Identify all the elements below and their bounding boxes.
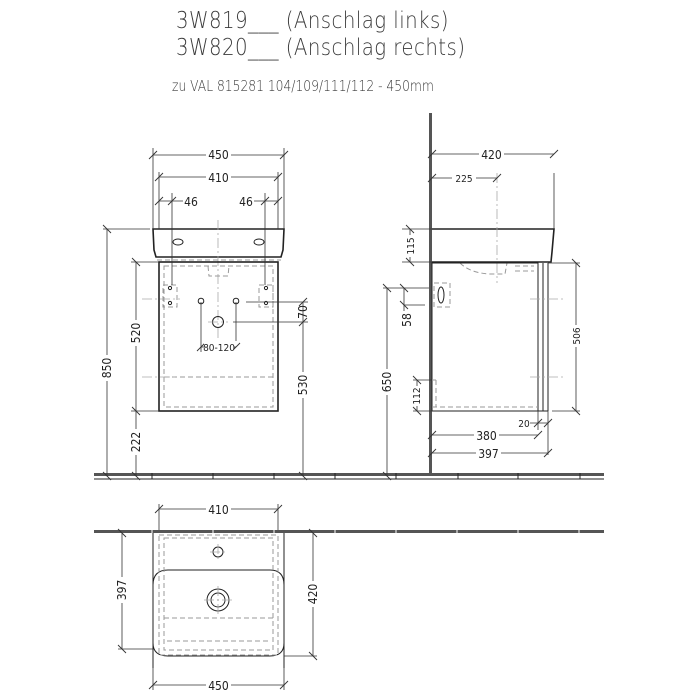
- top-dim-420: 420: [284, 528, 320, 661]
- basin-front: [152, 220, 285, 345]
- side-dim-506: 506: [570, 258, 583, 416]
- dim-bottom-112: 112: [412, 387, 423, 404]
- side-view: 420 225 115 650: [380, 113, 604, 481]
- side-dim-58: 58: [397, 283, 425, 329]
- dim-pipe-spacing: 80-120: [203, 343, 235, 354]
- side-dim-397: 397: [427, 446, 553, 461]
- side-dim-115: 115: [402, 224, 432, 267]
- dim-offset-left-46: 46: [184, 195, 198, 209]
- front-dim-450: 450: [148, 148, 289, 229]
- dim-cabinet-top-650: 650: [380, 372, 394, 393]
- top-dim-410: 410: [154, 502, 283, 530]
- dim-front-506: 506: [572, 327, 583, 344]
- dim-drain-height-530: 530: [296, 375, 310, 396]
- dim-cabinet-depth-380: 380: [476, 429, 497, 443]
- dim-cabinet-520: 520: [129, 323, 143, 344]
- dim-drain-offset-70: 70: [296, 305, 310, 319]
- front-dim-80-120: 80-120: [196, 341, 241, 354]
- dim-top-width-410: 410: [208, 503, 229, 517]
- top-dim-397: 397: [115, 528, 153, 654]
- floor-line-side: [404, 473, 604, 480]
- dim-height-850: 850: [100, 358, 114, 379]
- title-compatibility: zu VAL 815281 104/109/111/112 - 450mm: [172, 77, 434, 95]
- dim-door-20: 20: [518, 419, 530, 430]
- title-block: 3W819___ (Anschlag links) 3W820___ (Ansc…: [0, 0, 700, 100]
- side-dim-650: 650: [380, 283, 429, 481]
- dim-offset-right-46: 46: [239, 195, 253, 209]
- wall-line-top: [94, 530, 604, 533]
- dim-width-450: 450: [208, 148, 229, 162]
- dim-top-depth-420: 420: [306, 584, 320, 605]
- front-dim-46: 46 46: [154, 193, 283, 285]
- dim-floor-222: 222: [129, 432, 143, 453]
- front-dim-850: 850: [100, 224, 150, 481]
- cabinet-front: [142, 261, 279, 412]
- basin-top: [152, 533, 285, 668]
- title-model-left: 3W819___ (Anschlag links): [176, 8, 449, 34]
- basin-side: [432, 173, 555, 283]
- dim-basin-center-225: 225: [455, 174, 472, 185]
- dim-overall-depth-397: 397: [478, 447, 499, 461]
- wall-side: [429, 113, 432, 476]
- front-view: 450 410 46 46: [94, 148, 404, 481]
- cabinet-side: [431, 262, 580, 412]
- title-model-right: 3W820___ (Anschlag rechts): [176, 35, 466, 61]
- side-dim-380: 380: [427, 428, 543, 443]
- floor-line-front: [94, 473, 404, 480]
- dim-top-width-450: 450: [208, 679, 229, 693]
- side-dim-20: 20: [518, 411, 553, 455]
- side-dim-420: 420: [427, 147, 559, 162]
- top-dim-450: 450: [148, 668, 289, 693]
- front-dim-520: 520 222: [129, 257, 159, 481]
- dim-hinge-58: 58: [400, 313, 414, 327]
- front-dim-530-70: 70 530: [200, 297, 310, 481]
- side-dim-225: 225: [427, 172, 502, 185]
- dim-depth-420: 420: [481, 148, 502, 162]
- top-view: 410 450 397 420: [94, 502, 604, 693]
- dim-top-depth-397: 397: [115, 580, 129, 601]
- dim-width-410: 410: [208, 171, 229, 185]
- side-dim-112: 112: [411, 375, 432, 416]
- dim-basin-rim-115: 115: [406, 237, 417, 254]
